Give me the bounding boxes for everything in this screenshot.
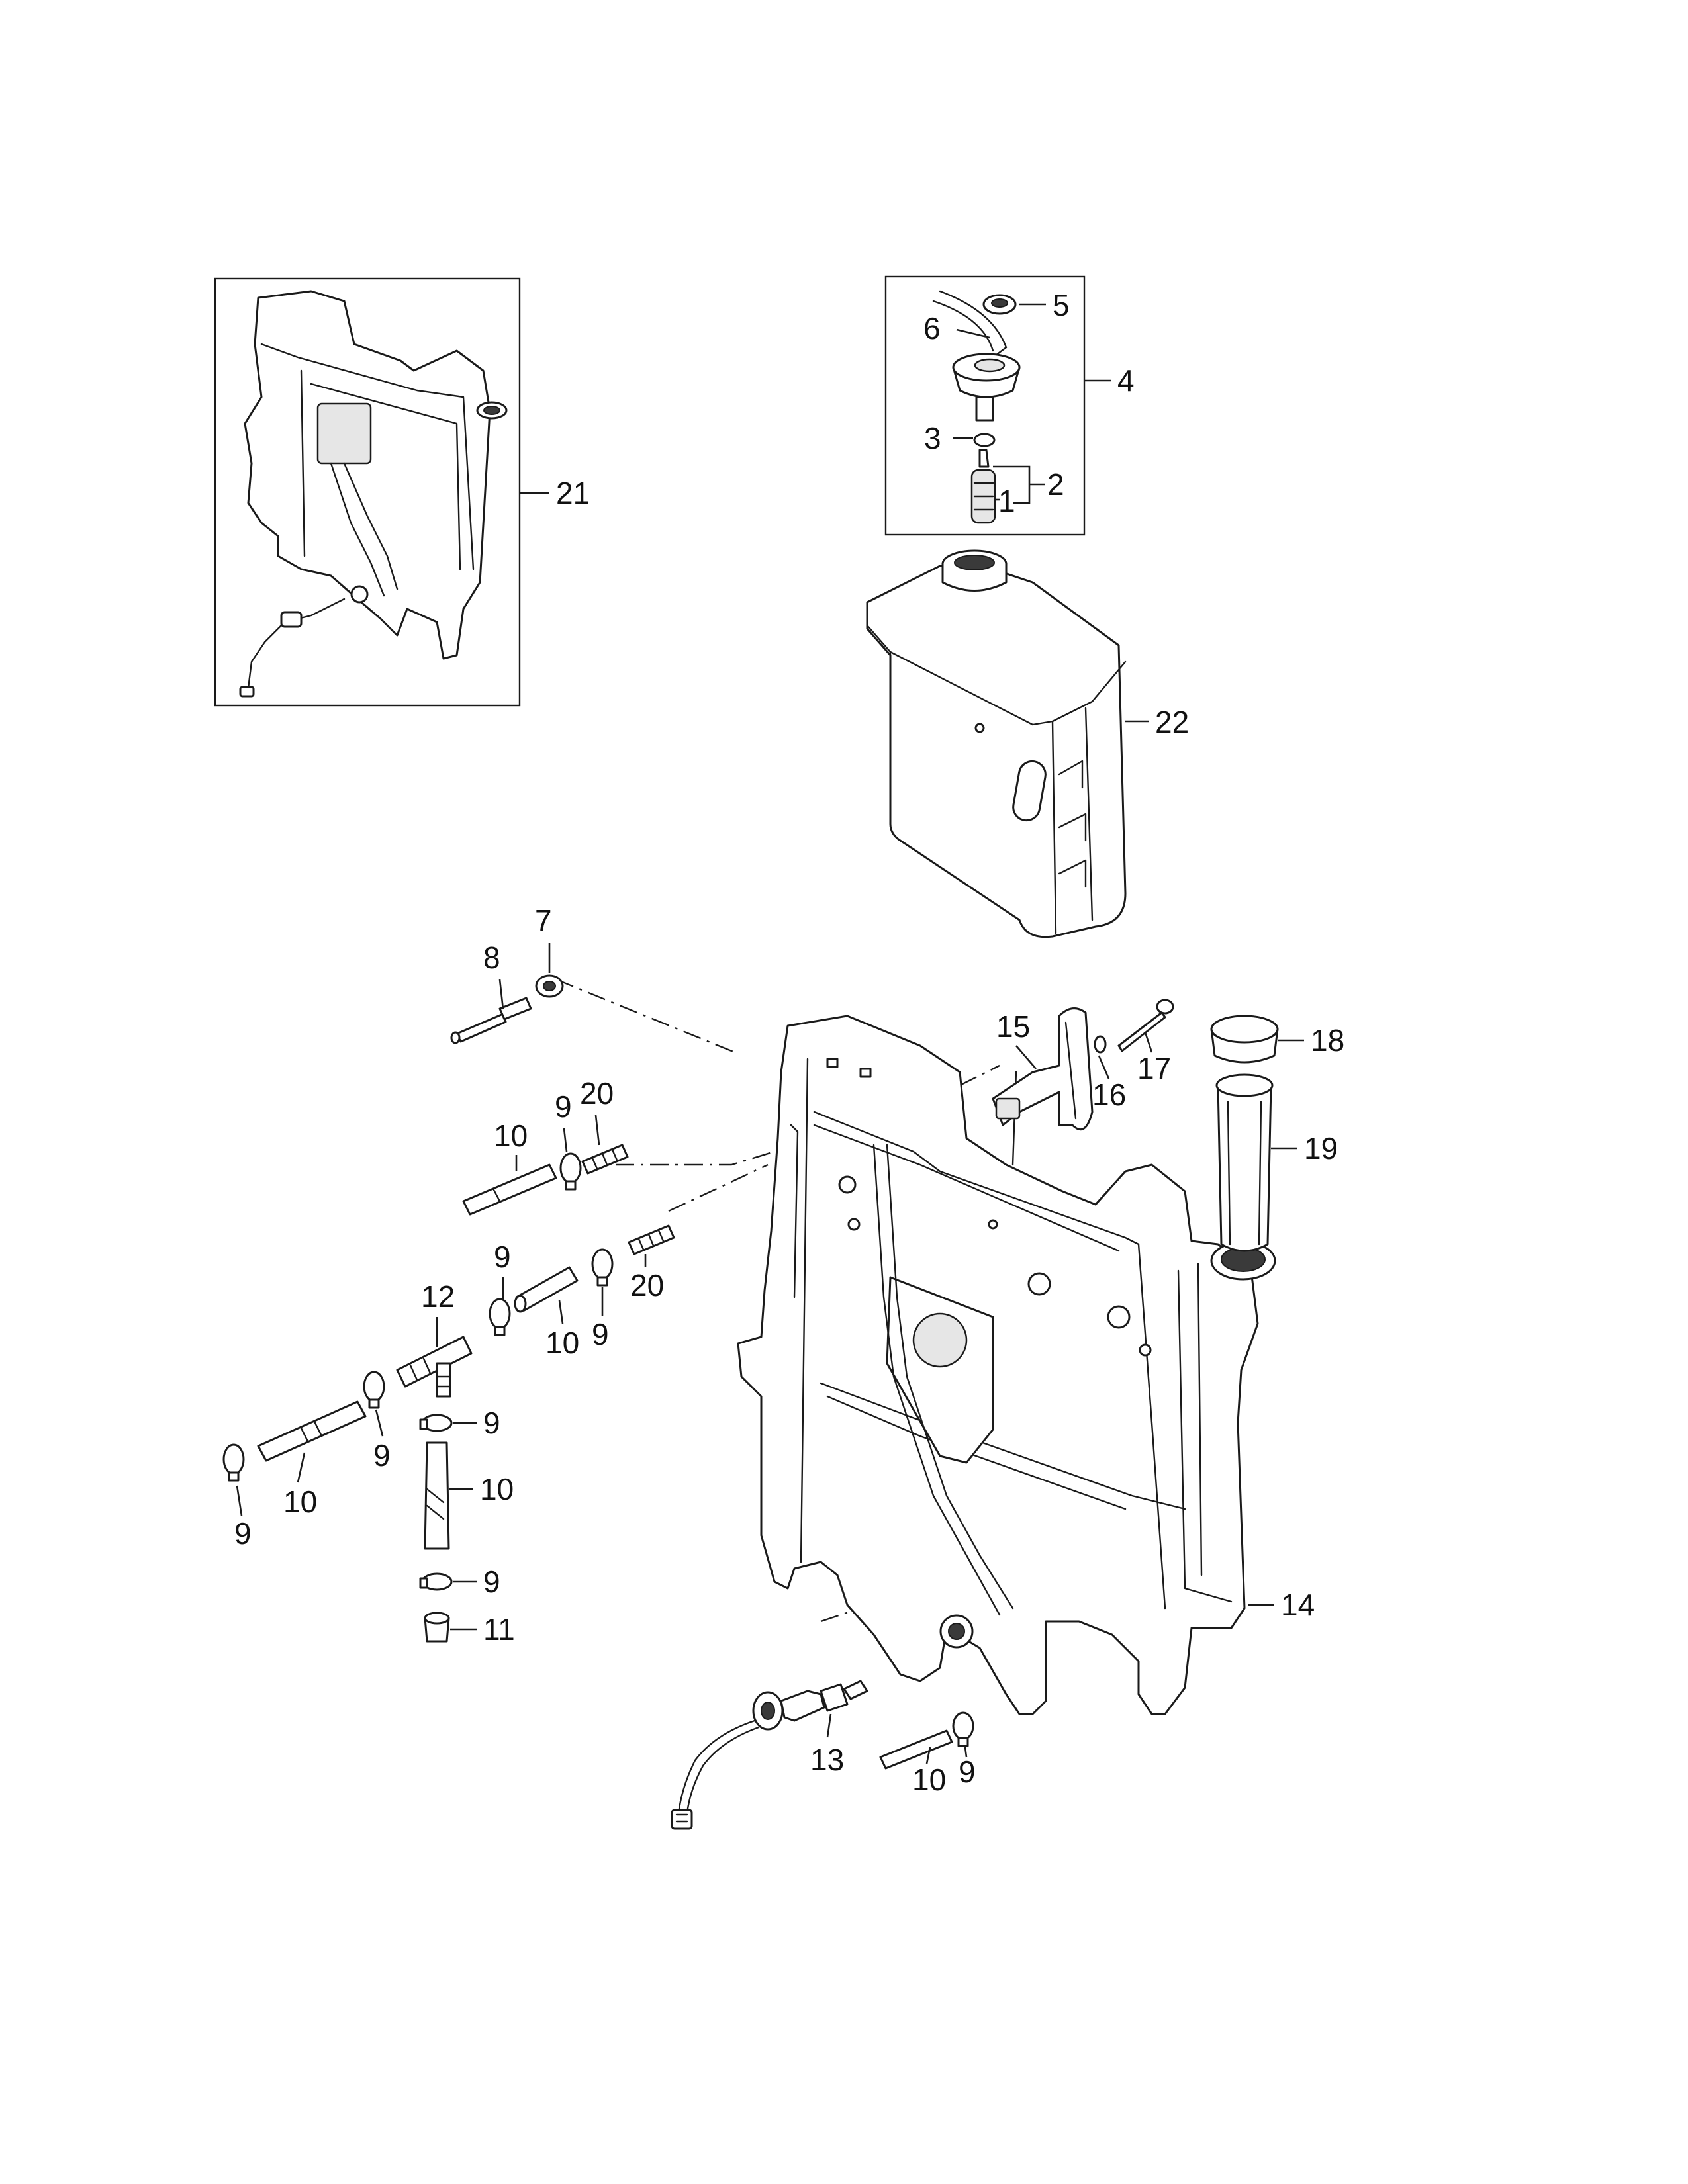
label-9d: 9 xyxy=(373,1438,391,1473)
label-10e: 10 xyxy=(912,1762,946,1797)
tank-cap-part-4 xyxy=(952,353,1021,422)
grommet-part-5 xyxy=(982,294,1017,315)
label-12: 12 xyxy=(421,1279,455,1314)
label-9a: 9 xyxy=(555,1089,572,1124)
label-14: 14 xyxy=(1281,1588,1315,1622)
label-22: 22 xyxy=(1155,705,1189,739)
clamp-part-9-bottom xyxy=(952,1711,974,1747)
label-1: 1 xyxy=(998,484,1015,518)
clamp-part-9-vertical-top xyxy=(419,1414,453,1432)
water-tank-part-14 xyxy=(737,1015,1276,1715)
callouts-upper-hose: 10 9 20 xyxy=(494,1076,614,1171)
callout-21: 21 xyxy=(520,476,590,510)
assembled-tank-small xyxy=(239,290,508,698)
label-11: 11 xyxy=(483,1612,515,1647)
label-15: 15 xyxy=(996,1009,1030,1044)
label-2: 2 xyxy=(1047,467,1064,502)
label-9g: 9 xyxy=(483,1565,500,1599)
callout-12: 12 xyxy=(421,1279,455,1347)
hose-part-10-vertical xyxy=(424,1441,450,1550)
label-9e: 9 xyxy=(234,1516,252,1551)
plug-part-11 xyxy=(424,1612,450,1643)
label-18: 18 xyxy=(1311,1023,1344,1058)
t-piece-part-12 xyxy=(396,1336,473,1398)
callouts-lower-left: 9 10 9 xyxy=(234,1409,391,1551)
plug-part-8 xyxy=(450,997,532,1044)
label-20b: 20 xyxy=(630,1268,664,1302)
label-5: 5 xyxy=(1053,288,1070,322)
label-20a: 20 xyxy=(580,1076,614,1111)
grommet-part-7 xyxy=(535,974,564,998)
screw-part-17 xyxy=(1117,999,1174,1052)
label-7: 7 xyxy=(535,903,552,938)
clamp-part-9-vertical-bottom xyxy=(419,1572,453,1591)
filter-part-19 xyxy=(1215,1073,1274,1252)
hose-part-10-upper xyxy=(462,1163,557,1216)
inset-21-frame xyxy=(214,277,521,707)
label-10a: 10 xyxy=(494,1118,528,1153)
callouts-15-16-17: 15 16 17 xyxy=(996,1009,1171,1112)
callouts-vertical-stack: 9 10 9 11 xyxy=(449,1406,515,1647)
suction-filter-part-1 xyxy=(970,449,996,524)
detergent-tank-part-22 xyxy=(866,549,1127,938)
label-19: 19 xyxy=(1304,1131,1338,1165)
label-13: 13 xyxy=(810,1743,844,1777)
label-9b: 9 xyxy=(494,1240,511,1274)
inset-4-frame xyxy=(884,275,1086,536)
level-sensor-part-13 xyxy=(671,1680,868,1830)
clamp-part-9-lower-b xyxy=(222,1443,245,1482)
washer-part-16 xyxy=(1094,1035,1107,1054)
label-17: 17 xyxy=(1137,1051,1171,1085)
fitting-part-20-middle xyxy=(628,1224,675,1255)
callouts-18-19: 18 19 xyxy=(1271,1023,1344,1165)
clamp-part-9-upper xyxy=(559,1152,582,1191)
clamp-part-9-lower-a xyxy=(363,1371,385,1409)
clamp-part-9-middle-right xyxy=(591,1248,614,1287)
label-21: 21 xyxy=(556,476,590,510)
callout-13: 13 xyxy=(810,1713,844,1777)
suction-hose-part-6 xyxy=(932,290,1008,359)
label-9c: 9 xyxy=(592,1317,609,1351)
hose-part-10-middle xyxy=(514,1266,579,1313)
callout-14: 14 xyxy=(1248,1588,1315,1622)
callout-22: 22 xyxy=(1125,705,1189,739)
label-3: 3 xyxy=(924,421,941,455)
label-6: 6 xyxy=(923,311,941,345)
callouts-7-8: 7 8 xyxy=(483,903,552,1010)
label-4: 4 xyxy=(1117,363,1135,398)
label-8: 8 xyxy=(483,940,500,975)
callouts-bottom: 10 9 xyxy=(912,1747,976,1797)
clamp-part-9-middle-left xyxy=(489,1298,511,1336)
callouts-inset-4: 5 6 4 3 2 1 xyxy=(923,288,1135,518)
label-10b: 10 xyxy=(545,1326,579,1360)
label-10c: 10 xyxy=(283,1484,317,1519)
label-9h: 9 xyxy=(959,1754,976,1789)
label-9f: 9 xyxy=(483,1406,500,1440)
label-16: 16 xyxy=(1092,1077,1126,1112)
hose-part-10-lower-left xyxy=(257,1400,367,1462)
bracket-part-15 xyxy=(992,1007,1094,1131)
callouts-middle-hose: 9 20 10 9 xyxy=(494,1240,664,1360)
label-10d: 10 xyxy=(480,1472,514,1506)
hose-part-10-bottom xyxy=(879,1729,953,1770)
fitting-part-20-upper xyxy=(581,1144,629,1175)
hose-clamp-part-3 xyxy=(973,433,996,447)
tank-cap-part-18 xyxy=(1210,1015,1279,1064)
